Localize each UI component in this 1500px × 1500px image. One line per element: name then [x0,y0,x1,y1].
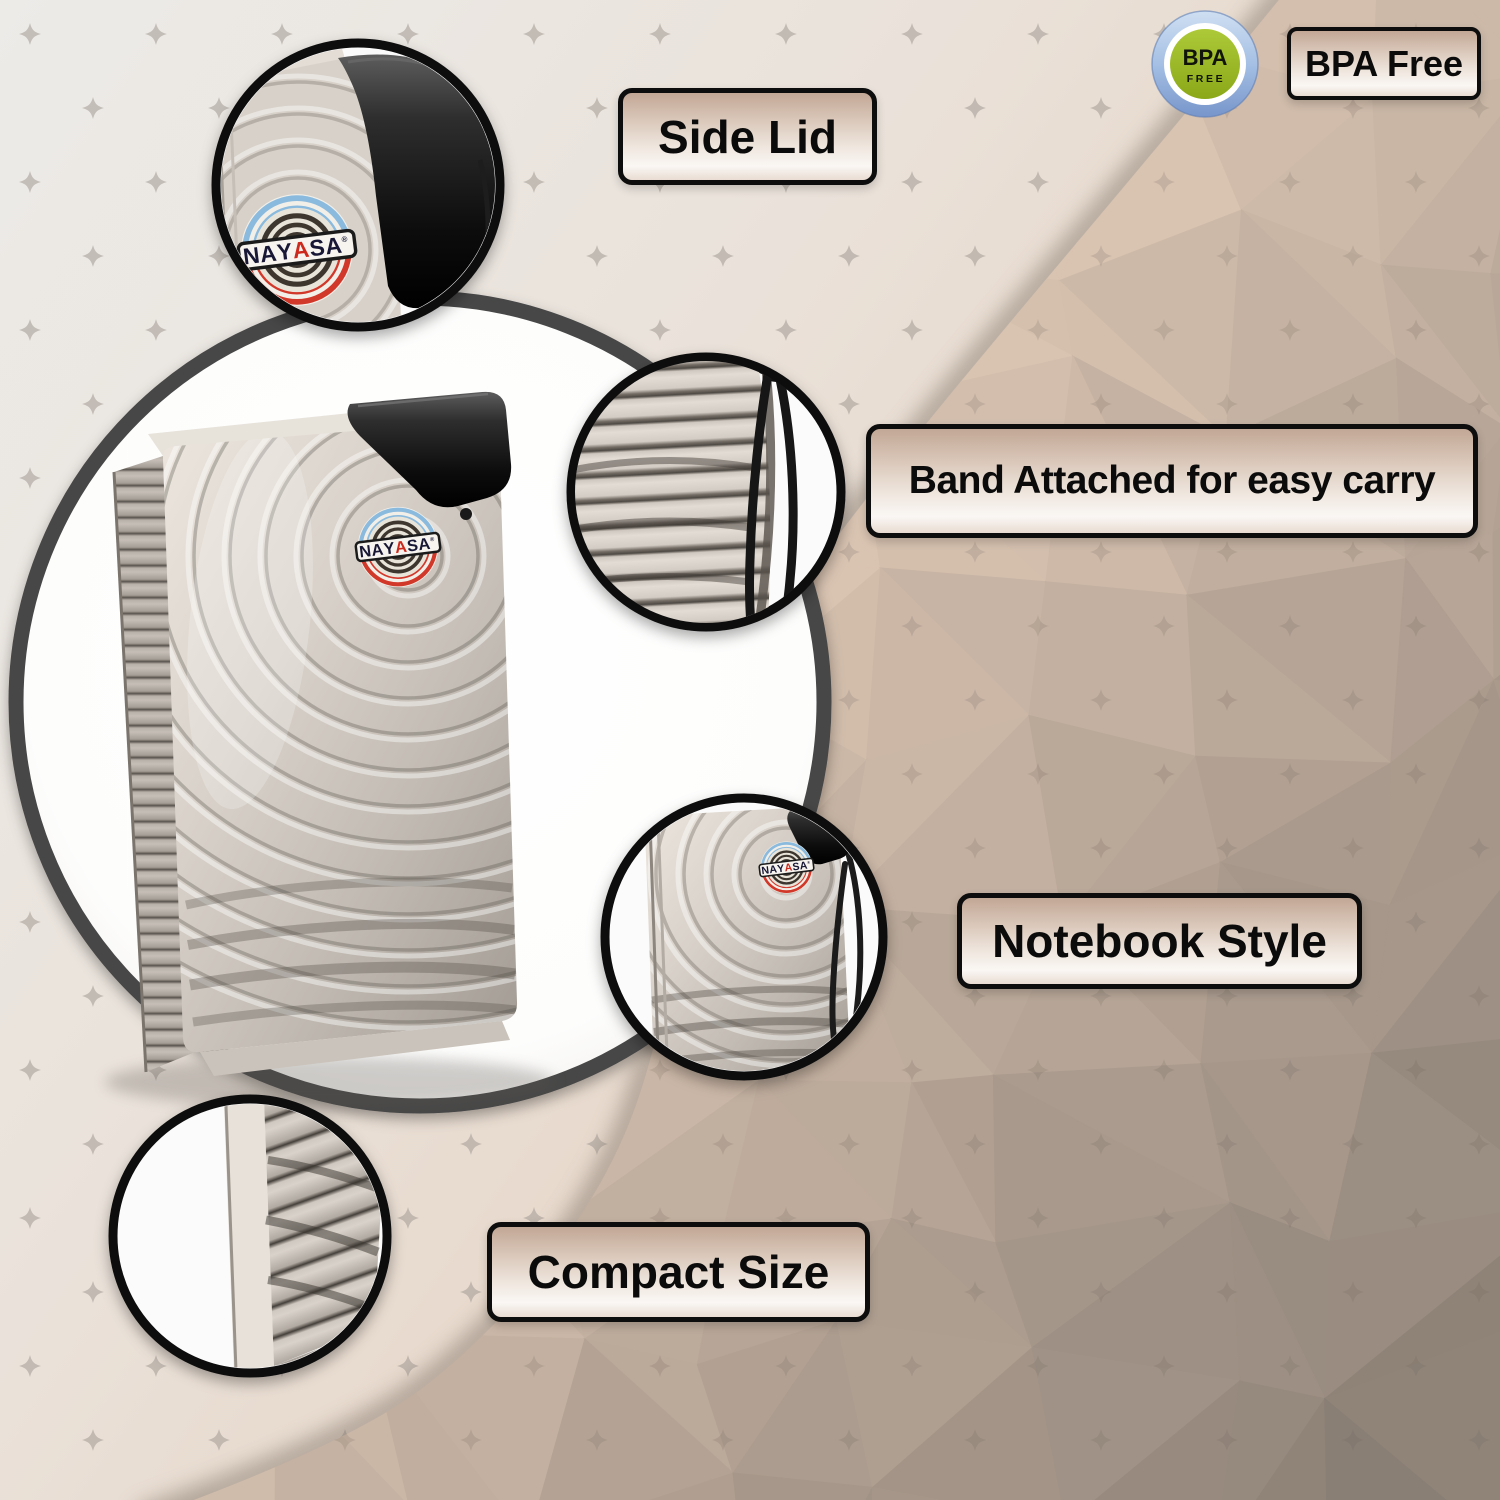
strap-anchor [460,508,472,520]
cap-highlight [357,392,489,408]
callout-side-lid [211,38,505,332]
product-photo-bottle [105,391,555,1108]
bottle-cap [347,391,512,508]
badge-text-bottom: FREE [1187,73,1225,85]
carry-band [745,365,798,623]
zoom-band-arc-2 [575,517,755,534]
callout-compact [108,1094,392,1378]
bottle-side-edge [112,471,148,1073]
label-bpa-free: BPA Free [1287,27,1481,100]
label-band-attached: Band Attached for easy carry [866,424,1478,538]
bottle-dark-bands [185,430,517,1027]
zoom-rib-band-2 [265,1215,380,1257]
bpa-free-badge: BPA FREE [1151,10,1259,118]
zoom-band-arc [575,457,757,474]
callout-band [566,352,846,632]
label-notebook-style: Notebook Style [957,893,1362,989]
zoom-rib-band [267,1156,382,1194]
zoom-side-lid [338,54,495,309]
bottle-ripple-texture [162,419,518,1031]
zoom-left-wall [656,819,670,1071]
bottle-bottom-face [200,1021,510,1076]
zoom-edge-face [224,1104,274,1368]
bottle-front-face [162,419,518,1053]
zoom-ribbed-surface [575,361,771,623]
label-side-lid: Side Lid [618,88,877,185]
label-compact-size: Compact Size [487,1222,870,1322]
bottle-side-face [114,456,200,1072]
badge-text-top: BPA [1183,45,1228,70]
bottle-shadow [105,1056,555,1108]
callout-notebook [600,793,888,1081]
zoom-left-wall-2 [648,821,661,1071]
zoom-rib-band-3 [267,1276,374,1312]
zoom-edge-line [224,1105,238,1368]
